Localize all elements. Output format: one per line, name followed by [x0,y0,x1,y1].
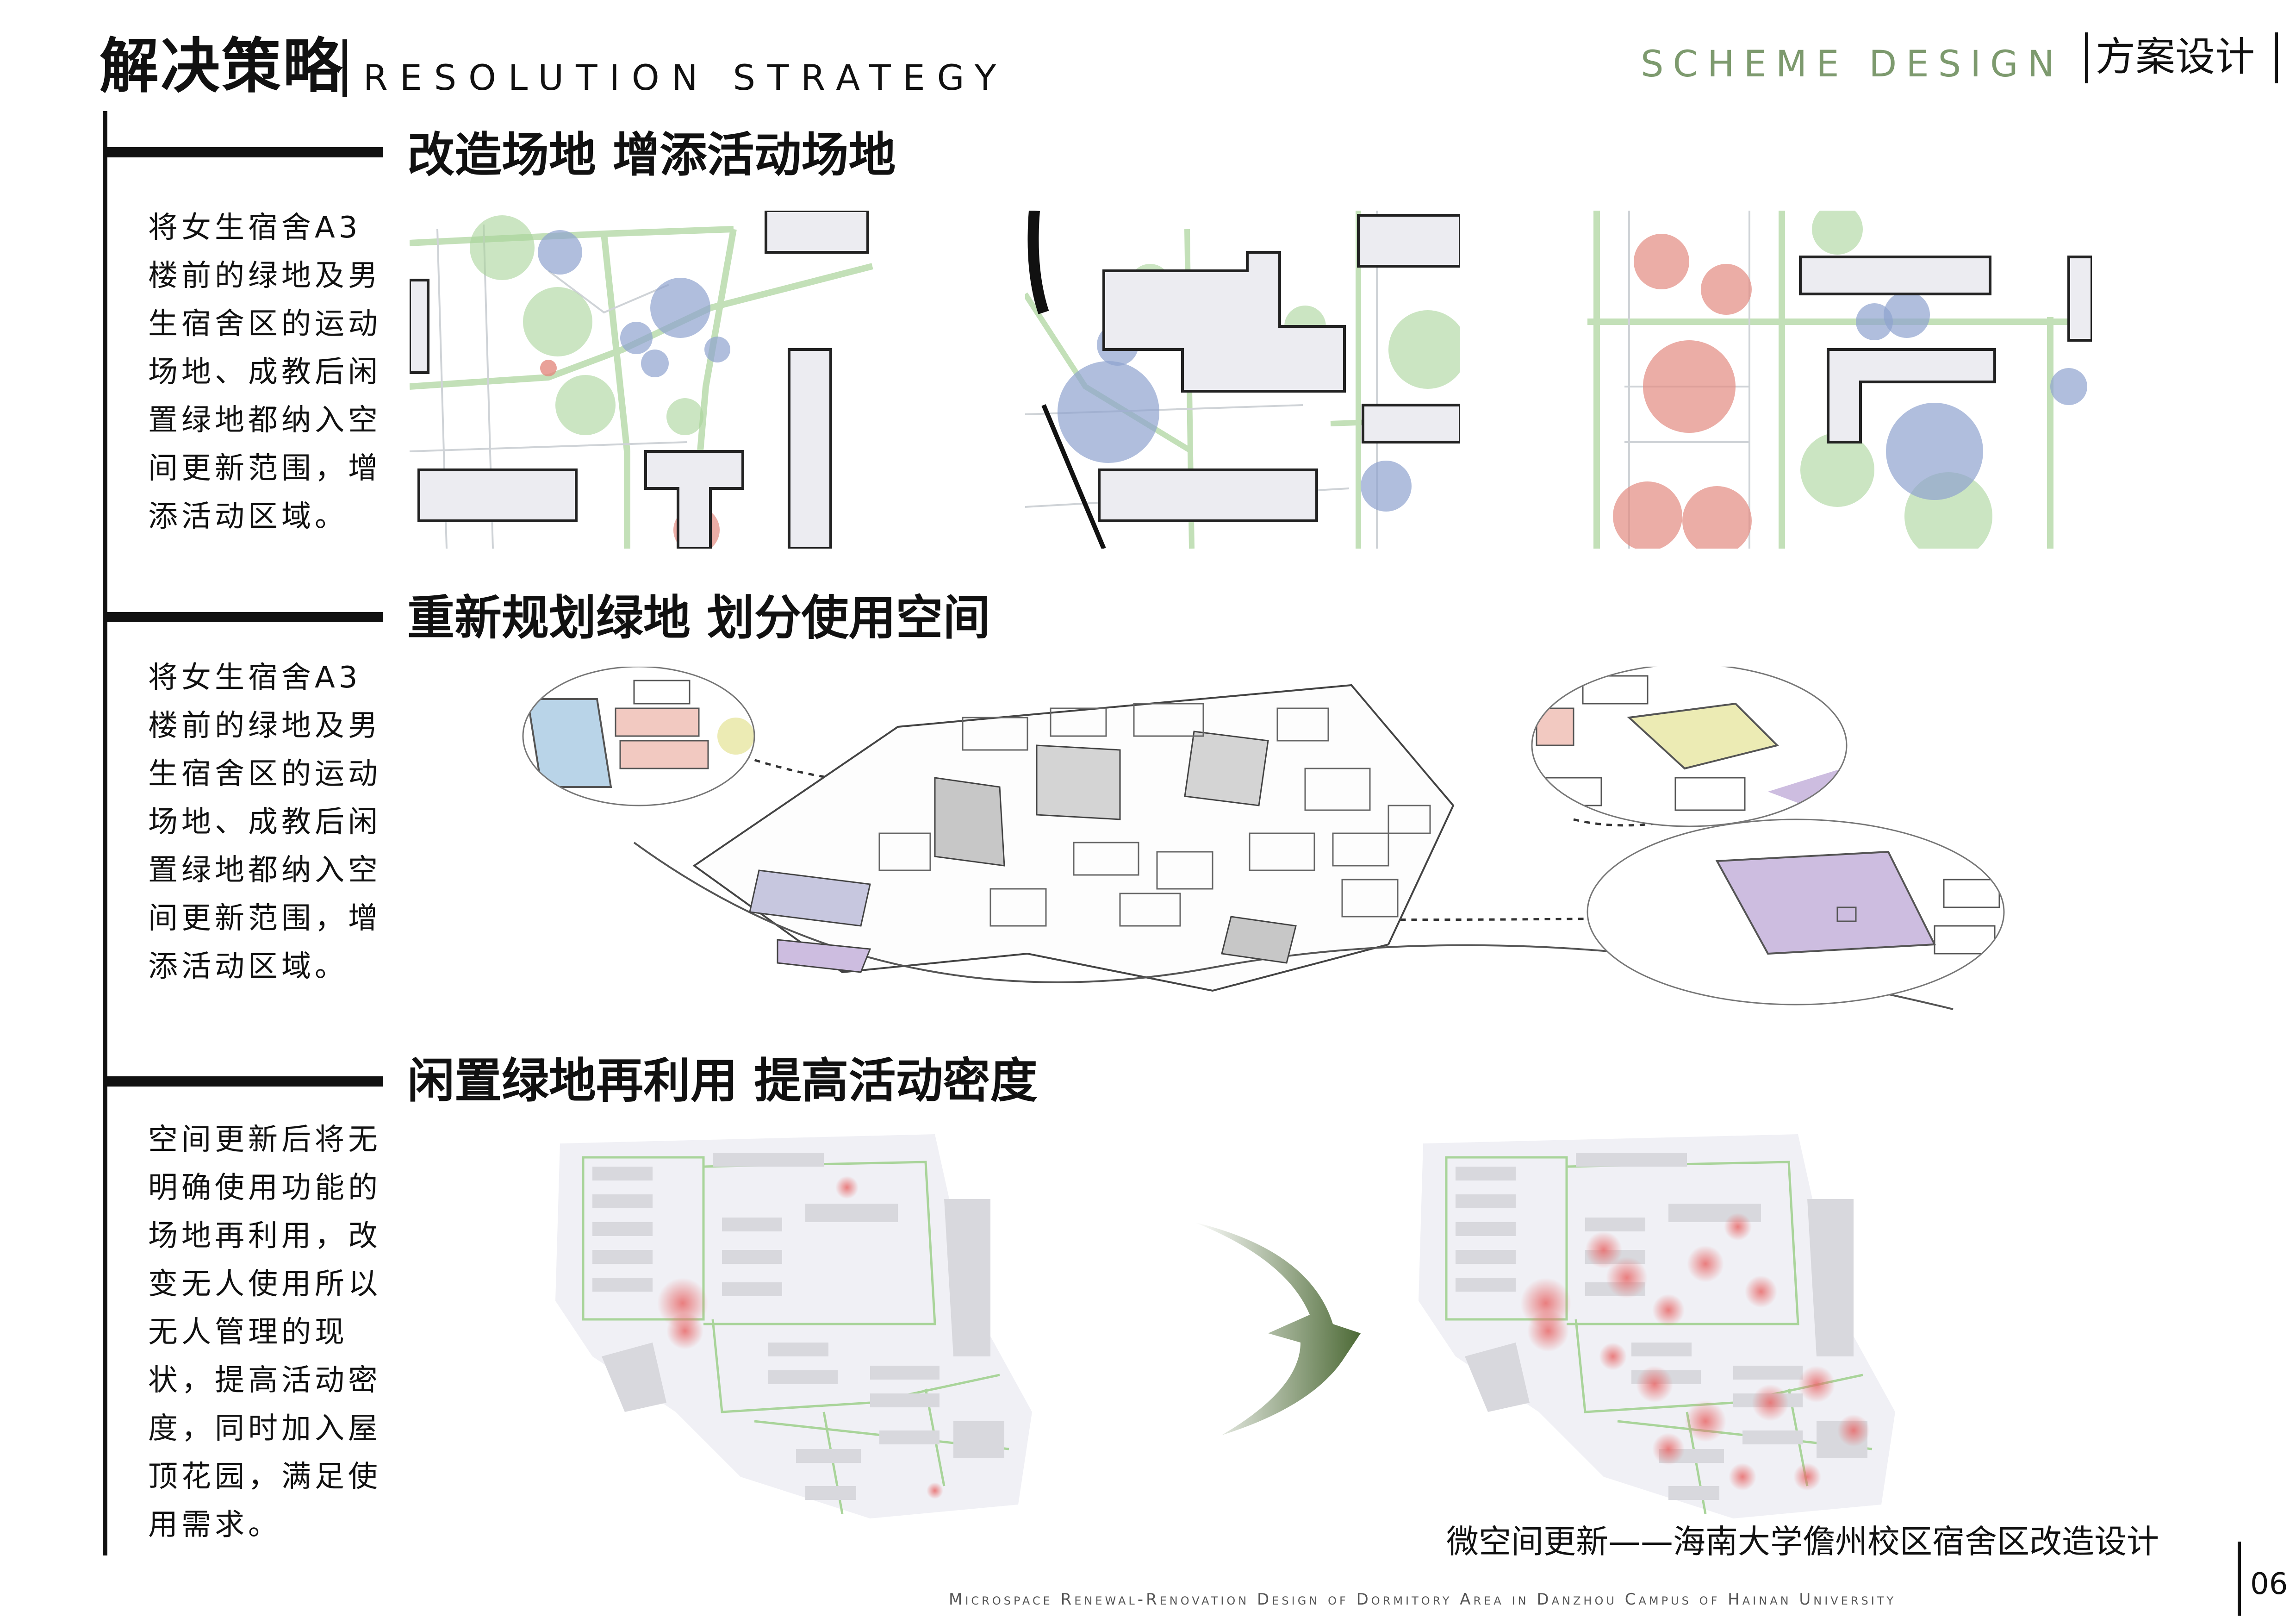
density-map-after [1419,1134,1895,1518]
site-map-3 [1587,211,2092,549]
project-title-cn: 微空间更新——海南大学儋州校区宿舍区改造设计 [1446,1523,2159,1561]
section-2-description: 将女生宿舍A3楼前的绿地及男生宿舍区的运动场地、成教后闲置绿地都纳入空间更新范围… [148,661,381,984]
section-1-marker [107,147,383,157]
page-title-cn: 解决策略 [100,32,344,101]
project-title-en: Microspace Renewal-Renovation Design of … [949,1590,1897,1609]
site-map-1 [410,211,914,549]
title-divider [342,39,347,97]
page-title-en: RESOLUTION STRATEGY [363,57,1008,98]
section-3-title: 闲置绿地再利用 提高活动密度 [407,1054,1038,1109]
footer-divider [2238,1542,2241,1616]
section-1-title: 改造场地 增添活动场地 [407,128,896,183]
section-2-title: 重新规划绿地 划分使用空间 [407,591,990,646]
scheme-label-en: SCHEME DESIGN [1641,44,2064,85]
scheme-label-cn: 方案设计 [2096,34,2255,80]
scheme-divider-left [2085,32,2088,83]
section-2-marker [107,612,383,622]
density-map-before [555,1134,1032,1518]
page-number: 06 [2250,1567,2288,1601]
site-map-2 [1025,211,1460,549]
arrow-icon [1194,1222,1361,1435]
timeline-line [103,111,107,1555]
scheme-divider-right [2275,32,2278,83]
axonometric-campus-diagram [518,667,2101,1018]
section-3-description: 空间更新后将无明确使用功能的场地再利用，改变无人使用所以无人管理的现状，提高活动… [148,1123,381,1542]
section-1-description: 将女生宿舍A3楼前的绿地及男生宿舍区的运动场地、成教后闲置绿地都纳入空间更新范围… [148,211,381,534]
section-3-marker [107,1076,383,1087]
